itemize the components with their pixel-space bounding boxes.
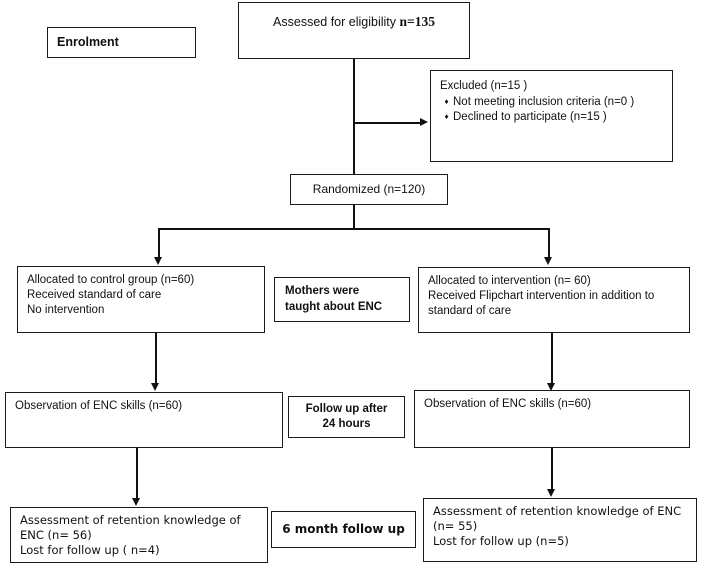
- stage-label-intervention-note: Mothers were taught about ENC: [274, 277, 410, 322]
- box-retention-control: Assessment of retention knowledge of ENC…: [10, 507, 268, 563]
- connector-assessed-to-randomized: [353, 59, 355, 174]
- assessed-label: Assessed for eligibility: [273, 15, 400, 29]
- allocation-control-line-1: Allocated to control group (n=60): [27, 274, 195, 286]
- stage-label-enrolment-text: Enrolment: [57, 35, 119, 50]
- box-excluded: Excluded (n=15 ) ♦ Not meeting inclusion…: [430, 70, 673, 162]
- excluded-item-1: ♦ Declined to participate (n=15 ): [440, 110, 663, 125]
- retention-intervention-line-1: Assessment of retention knowledge of ENC: [433, 504, 682, 518]
- observation-intervention-line-1: Observation of ENC skills (n=60): [424, 398, 592, 410]
- excluded-item-1-text: Declined to participate (n=15 ): [453, 111, 607, 124]
- retention-intervention-line-3: Lost for follow up (n=5): [433, 534, 569, 549]
- followup-24h-line-2: 24 hours: [322, 418, 371, 430]
- diamond-bullet-icon: ♦: [444, 97, 449, 107]
- retention-control-line-2: ENC (n= 56): [20, 528, 92, 543]
- allocation-intervention-line-2: Received Flipchart intervention in addit…: [428, 290, 655, 303]
- followup-6month-text: 6 month follow up: [282, 521, 405, 536]
- arrowhead-to-excluded: [420, 118, 428, 126]
- connector-intervention-allocation-to-observation: [551, 333, 553, 384]
- connector-intervention-observation-to-retention: [551, 448, 553, 490]
- assessed-count: n=135: [399, 14, 435, 29]
- arrowhead-to-intervention-retention: [547, 489, 555, 497]
- observation-control-line-1: Observation of ENC skills (n=60): [15, 400, 183, 412]
- connector-randomized-stem: [353, 205, 355, 229]
- diamond-bullet-icon: ♦: [444, 112, 449, 122]
- box-observation-intervention: Observation of ENC skills (n=60): [414, 390, 690, 448]
- randomized-text: Randomized (n=120): [312, 181, 426, 196]
- followup-24h-line-1: Follow up after: [305, 402, 388, 415]
- arrowhead-to-intervention-allocation: [544, 257, 552, 265]
- retention-intervention-line-2: (n= 55): [433, 519, 478, 534]
- stage-label-enrolment: Enrolment: [47, 27, 196, 58]
- allocation-control-line-2: Received standard of care: [27, 289, 162, 302]
- box-observation-control: Observation of ENC skills (n=60): [5, 392, 283, 448]
- allocation-intervention-line-1: Allocated to intervention (n= 60): [428, 275, 591, 287]
- retention-control-line-1: Assessment of retention knowledge of: [20, 513, 241, 527]
- box-allocation-control: Allocated to control group (n=60) Receiv…: [17, 266, 265, 333]
- intervention-note-line-2: taught about ENC: [285, 300, 383, 313]
- stage-label-followup-24h: Follow up after 24 hours: [288, 396, 405, 438]
- connector-randomized-split: [158, 228, 550, 230]
- box-retention-intervention: Assessment of retention knowledge of ENC…: [423, 498, 697, 562]
- excluded-heading: Excluded (n=15 ): [440, 80, 528, 92]
- excluded-item-0-text: Not meeting inclusion criteria (n=0 ): [453, 96, 635, 109]
- excluded-item-0: ♦ Not meeting inclusion criteria (n=0 ): [440, 95, 663, 110]
- connector-control-allocation-to-observation: [155, 333, 157, 384]
- intervention-note-line-1: Mothers were: [285, 285, 360, 298]
- connector-split-right: [548, 228, 550, 258]
- arrowhead-to-control-retention: [132, 498, 140, 506]
- stage-label-followup-6month: 6 month follow up: [271, 511, 416, 548]
- retention-control-line-3: Lost for follow up ( n=4): [20, 543, 160, 558]
- assessed-text-row: Assessed for eligibility n=135: [248, 9, 460, 31]
- box-allocation-intervention: Allocated to intervention (n= 60) Receiv…: [418, 267, 690, 333]
- box-assessed-for-eligibility: Assessed for eligibility n=135: [238, 2, 470, 59]
- connector-assessed-to-excluded: [353, 122, 421, 124]
- box-randomized: Randomized (n=120): [290, 174, 448, 205]
- arrowhead-to-intervention-observation: [547, 383, 555, 391]
- connector-split-left: [158, 228, 160, 258]
- allocation-intervention-line-3: standard of care: [428, 305, 512, 318]
- connector-control-observation-to-retention: [136, 448, 138, 499]
- allocation-control-line-3: No intervention: [27, 304, 105, 317]
- arrowhead-to-control-allocation: [154, 257, 162, 265]
- arrowhead-to-control-observation: [151, 383, 159, 391]
